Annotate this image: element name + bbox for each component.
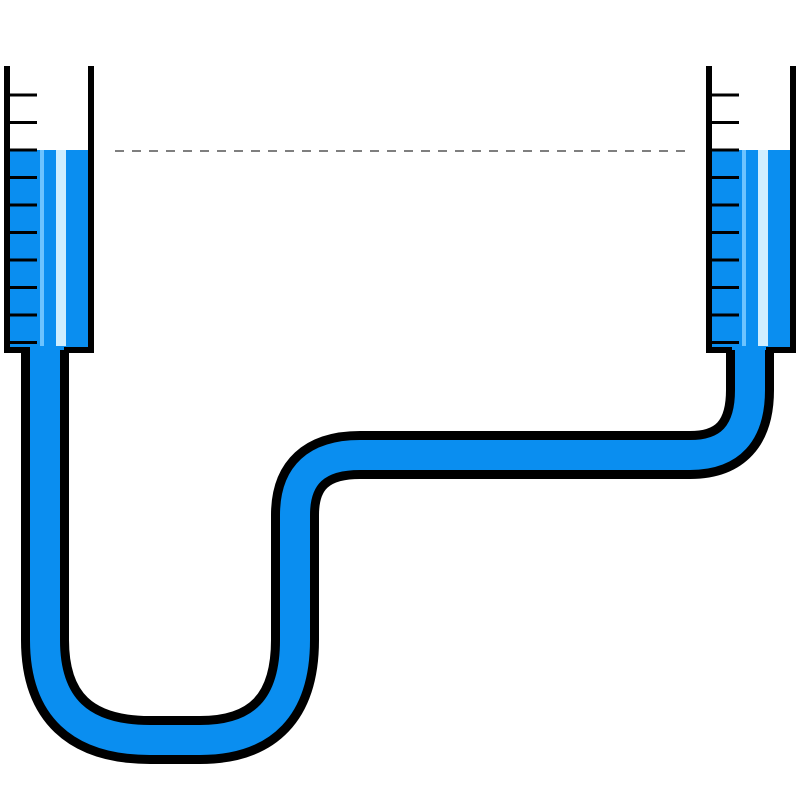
connecting-pipe	[21, 345, 774, 764]
left-tube-water-shine	[40, 150, 44, 346]
left-tube-water-highlight	[56, 150, 66, 346]
left-tube-water	[8, 150, 90, 350]
pipe-water	[30, 345, 765, 755]
right-tube-water	[710, 150, 792, 350]
left-measuring-tube	[4, 66, 94, 353]
pipe-outline	[21, 350, 774, 764]
right-tube-water-shine	[742, 150, 746, 346]
left-tube-scale	[7, 93, 37, 344]
right-tube-water-highlight	[758, 150, 768, 346]
right-tube-scale	[709, 93, 739, 344]
right-measuring-tube	[706, 66, 796, 353]
